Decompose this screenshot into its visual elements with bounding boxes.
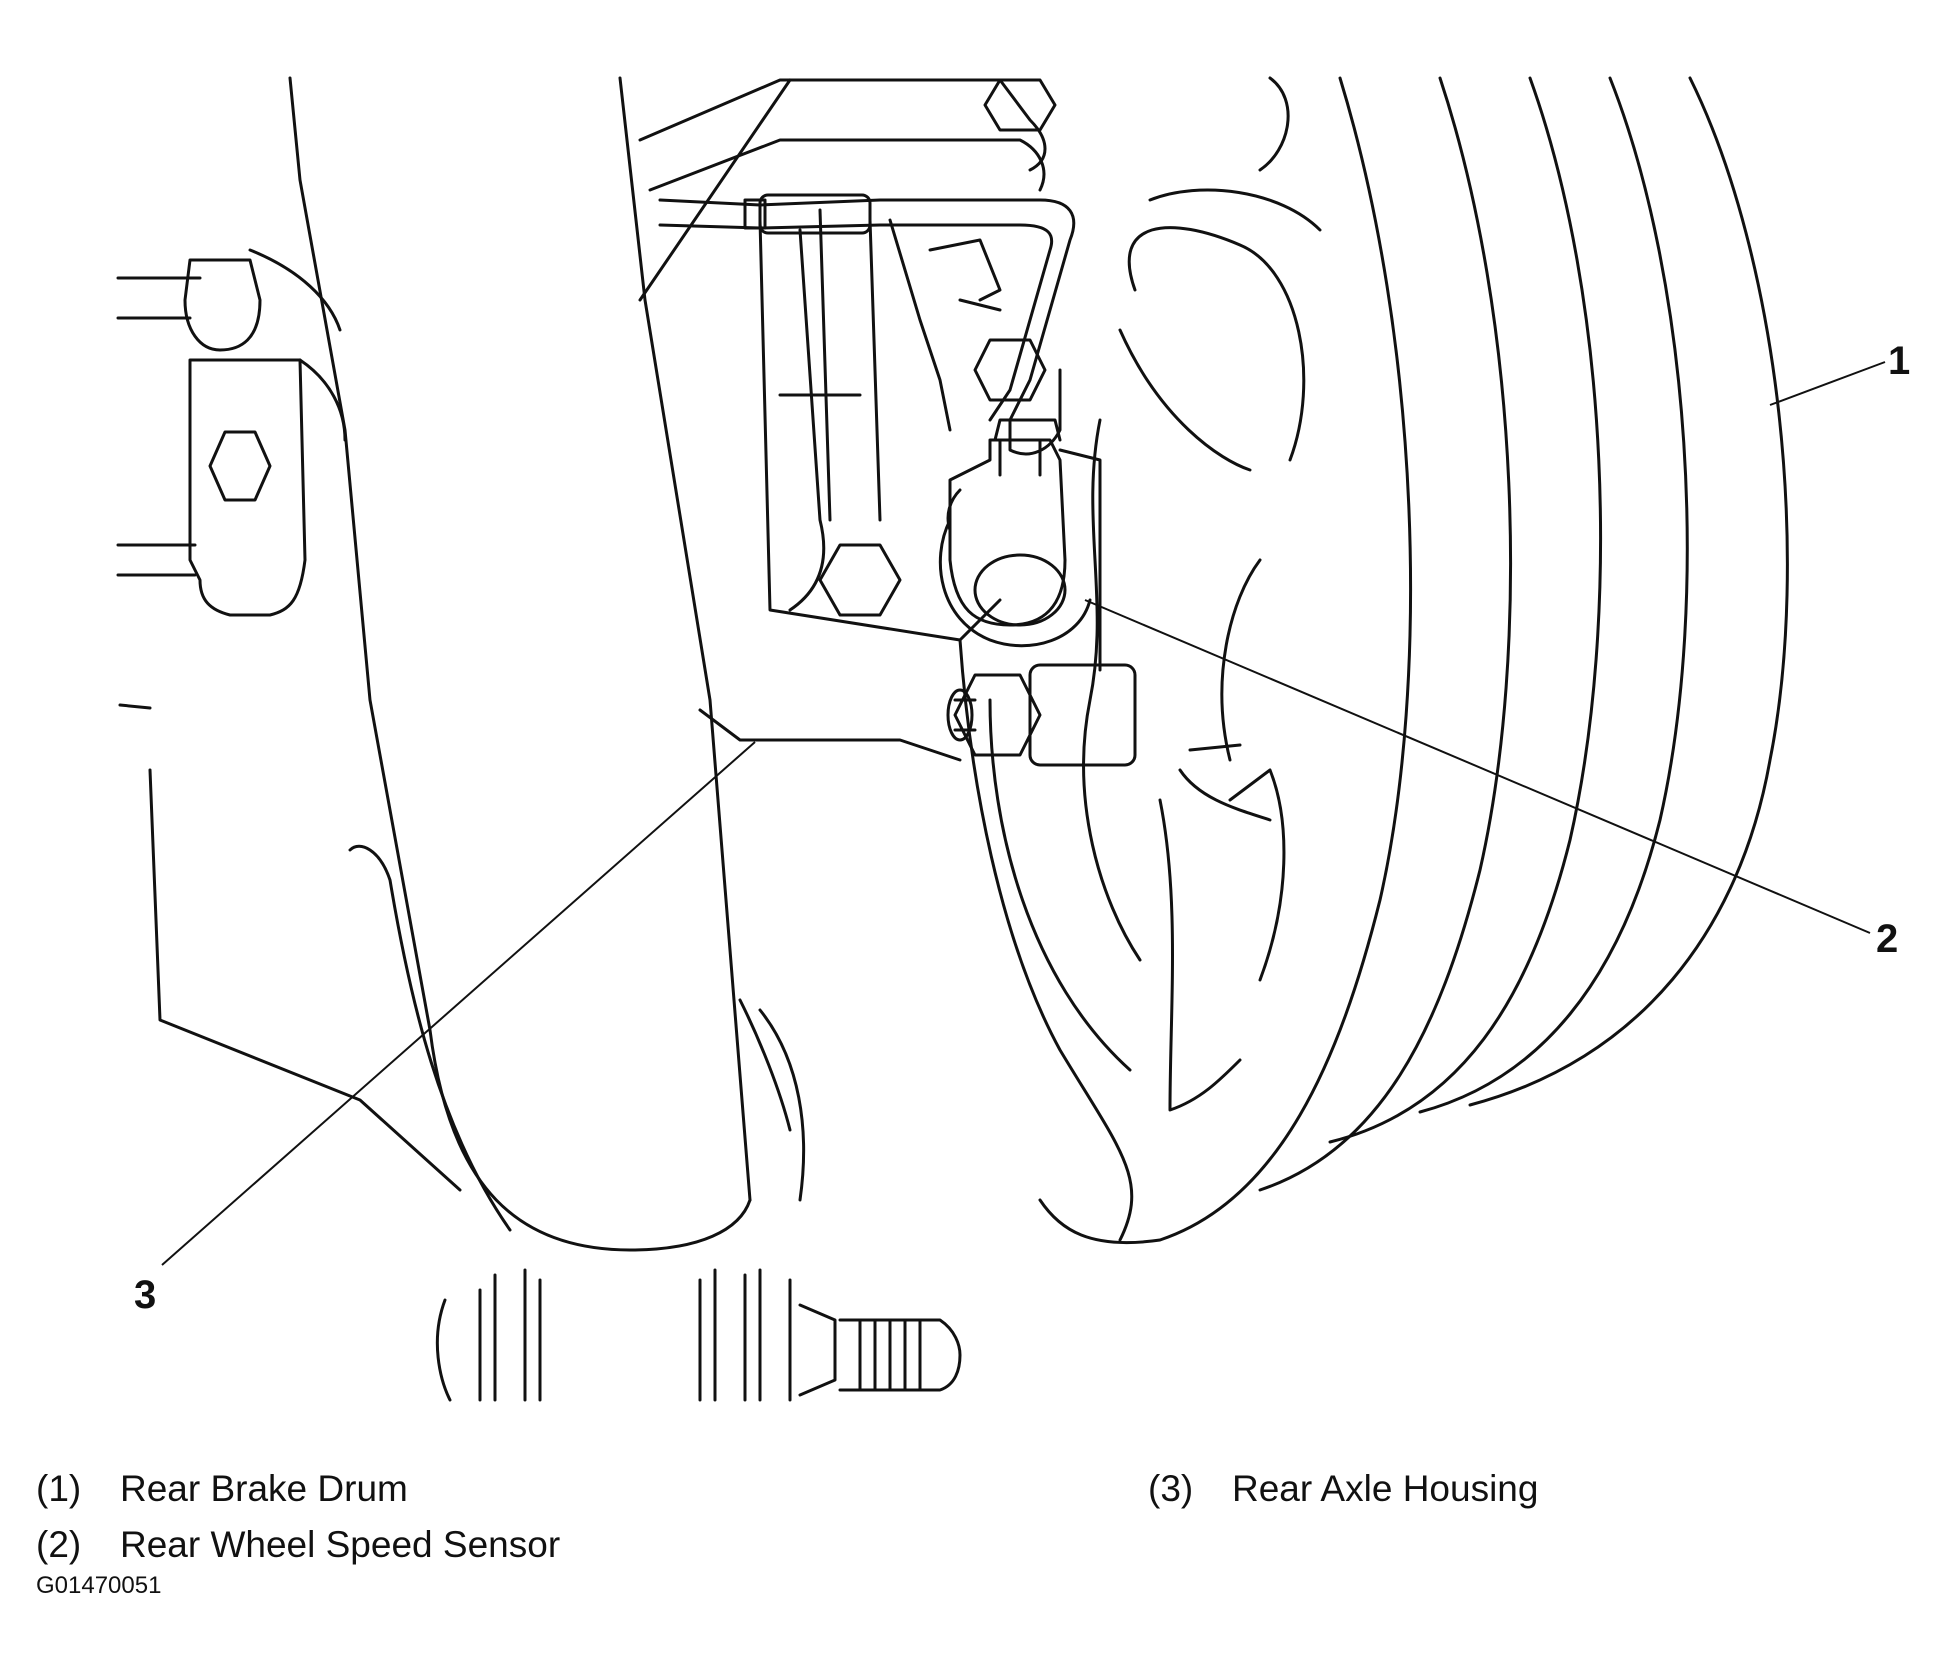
legend-label: Rear Brake Drum [120,1468,408,1509]
clip-bracket [116,248,347,617]
lower-fasteners [435,1268,962,1402]
legend-id: (1) [36,1468,82,1509]
legend-item-2: (2) Rear Wheel Speed Sensor [36,1524,560,1566]
wheel-speed-sensor [938,418,1102,672]
leader-line-3 [161,741,756,1266]
axle-housing [118,76,962,1252]
legend-item-3: (3) Rear Axle Housing [1148,1468,1538,1510]
callout-number-1: 1 [1888,339,1910,383]
callout-number-2: 2 [1876,917,1898,961]
legend-id: (3) [1148,1468,1194,1509]
sensor-retaining-bolt [946,663,1137,767]
legend-item-1: (1) Rear Brake Drum [36,1468,408,1510]
brake-drum [958,76,1789,1245]
leader-line-2 [1084,599,1871,934]
legend-id: (2) [36,1524,82,1565]
mounting-bracket [638,78,1047,642]
leader-line-1 [1769,361,1886,406]
callout-number-3: 3 [134,1273,156,1317]
brake-line [658,78,1076,456]
legend-label: Rear Axle Housing [1232,1468,1539,1509]
figure-code: G01470051 [36,1572,162,1599]
legend-label: Rear Wheel Speed Sensor [120,1524,561,1565]
